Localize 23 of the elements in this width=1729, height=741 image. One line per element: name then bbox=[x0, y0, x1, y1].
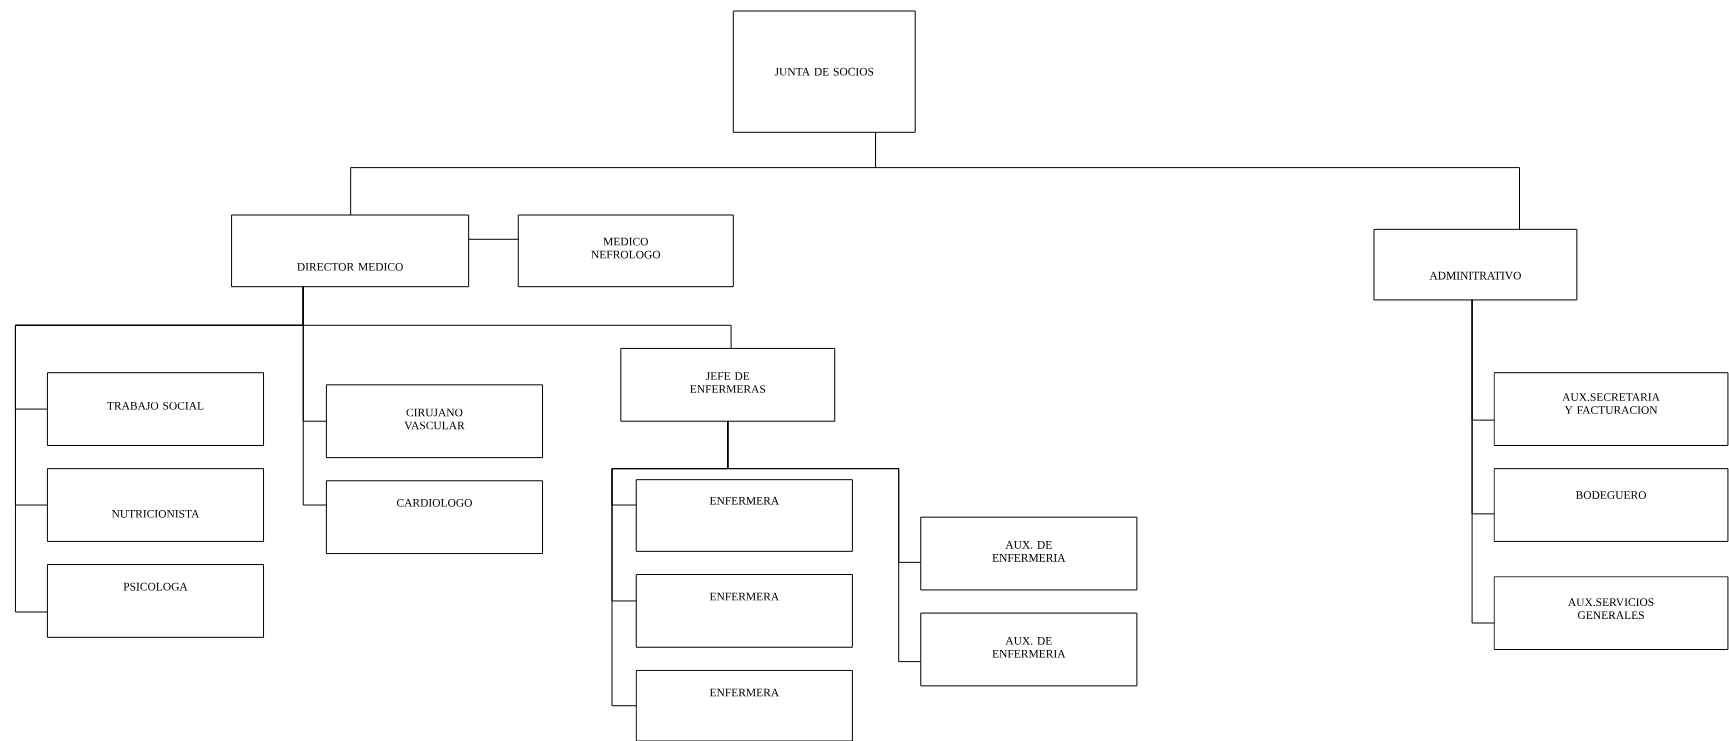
connector-line bbox=[875, 131, 1520, 230]
org-box: ENFERMERA bbox=[635, 479, 853, 552]
connector-line bbox=[468, 238, 519, 240]
org-box: ENFERMERA bbox=[635, 574, 853, 648]
org-box: PSICOLOGA bbox=[46, 564, 265, 638]
org-box: CARDIOLOGO bbox=[325, 480, 543, 555]
org-box: AUX. DE ENFERMERIA bbox=[920, 612, 1138, 687]
org-box: AUX.SERVICIOS GENERALES bbox=[1493, 576, 1729, 650]
org-box: TRABAJO SOCIAL bbox=[46, 372, 265, 446]
org-box: MEDICO NEFROLOGO bbox=[517, 214, 734, 288]
connector-line bbox=[1471, 299, 1495, 624]
org-box: DIRECTOR MEDICO bbox=[231, 214, 470, 288]
org-box: JUNTA DE SOCIOS bbox=[732, 10, 916, 133]
org-box: NUTRICIONISTA bbox=[46, 468, 265, 542]
org-box: JEFE DE ENFERMERAS bbox=[620, 347, 836, 422]
org-box: BODEGUERO bbox=[1493, 468, 1729, 542]
org-box: ADMINITRATIVO bbox=[1373, 228, 1578, 301]
org-box: ENFERMERA bbox=[635, 669, 853, 741]
connector-line bbox=[727, 420, 922, 663]
org-box: CIRUJANO VASCULAR bbox=[325, 384, 543, 459]
connector-line bbox=[302, 286, 732, 349]
org-box: AUX.SECRETARIA Y FACTURACION bbox=[1493, 372, 1729, 446]
org-box: AUX. DE ENFERMERIA bbox=[920, 516, 1138, 591]
